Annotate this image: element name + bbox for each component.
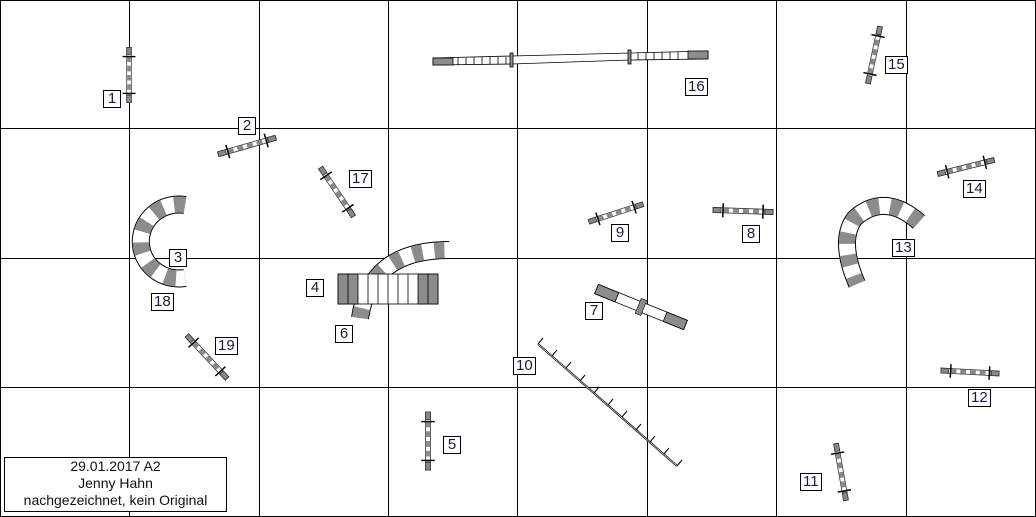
tunnel-4: [337, 273, 439, 305]
label-6: 6: [335, 325, 353, 343]
label-12: 12: [968, 389, 991, 407]
label-10: 10: [513, 357, 536, 375]
label-11: 11: [800, 473, 822, 491]
jump-1: [120, 45, 138, 105]
label-3: 3: [169, 249, 187, 267]
label-18: 18: [151, 293, 174, 311]
seesaw-7: [594, 283, 688, 331]
obstacle-10: [537, 337, 683, 467]
label-13: 13: [892, 239, 915, 257]
jump-15: [859, 23, 889, 87]
jump-5: [419, 409, 437, 473]
jump-14: [934, 151, 998, 183]
label-14: 14: [963, 180, 986, 198]
jump-11: [827, 440, 855, 504]
label-5: 5: [443, 436, 461, 454]
jump-12: [938, 361, 1002, 383]
label-8: 8: [742, 225, 760, 243]
note: nachgezeichnet, kein Original: [23, 492, 208, 508]
jump-8: [713, 203, 773, 219]
tunnel-3-18: [131, 195, 187, 288]
label-4: 4: [306, 279, 324, 297]
author: Jenny Hahn: [78, 475, 153, 491]
label-19: 19: [215, 337, 238, 355]
label-9: 9: [611, 224, 629, 242]
label-7: 7: [585, 302, 603, 320]
dogwalk-16: [432, 49, 709, 68]
info-box: 29.01.2017 A2 Jenny Hahn nachgezeichnet,…: [4, 457, 227, 512]
label-1: 1: [103, 90, 121, 108]
jump-2: [214, 129, 280, 163]
label-17: 17: [349, 170, 372, 188]
date-class: 29.01.2017 A2: [70, 458, 161, 474]
tunnel-13: [838, 196, 925, 288]
label-15: 15: [885, 56, 908, 74]
label-2: 2: [238, 117, 256, 135]
label-16: 16: [685, 78, 708, 96]
